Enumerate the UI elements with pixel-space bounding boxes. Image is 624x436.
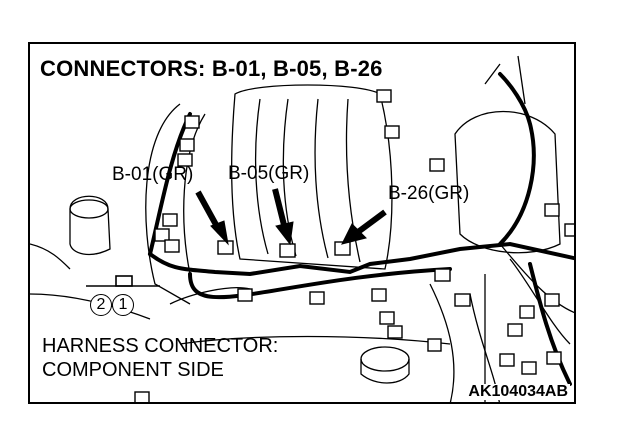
main-harness [148, 241, 574, 277]
engine-harness-illustration [30, 55, 574, 402]
harness-connector-face [86, 275, 160, 287]
page-title: CONNECTORS: B-01, B-05, B-26 [40, 56, 383, 81]
round-cap [360, 346, 410, 372]
right-valve-cover [454, 110, 561, 254]
intake-manifold [231, 84, 393, 270]
callout-b26-label: B-26(GR) [388, 183, 470, 204]
diagram-frame: CONNECTORS: B-01, B-05, B-26 B-01(GR) B-… [28, 42, 576, 404]
harness-connector-caption-line1: HARNESS CONNECTOR: [42, 335, 279, 357]
pin-1: 1 [112, 294, 134, 316]
figure-code: AK104034AB [466, 383, 570, 400]
arrow-b05 [272, 188, 288, 230]
connector-b05 [279, 243, 296, 258]
harness-connector-caption-line2: COMPONENT SIDE [42, 359, 224, 381]
left-cylinder-head [145, 103, 191, 305]
reservoir-cap [69, 195, 111, 256]
callout-b05-label: B-05(GR) [228, 163, 310, 184]
pin-2: 2 [90, 294, 112, 316]
connector-b01 [217, 240, 234, 255]
callout-b01-label: B-01(GR) [112, 164, 194, 185]
arrow-b26 [356, 209, 387, 235]
